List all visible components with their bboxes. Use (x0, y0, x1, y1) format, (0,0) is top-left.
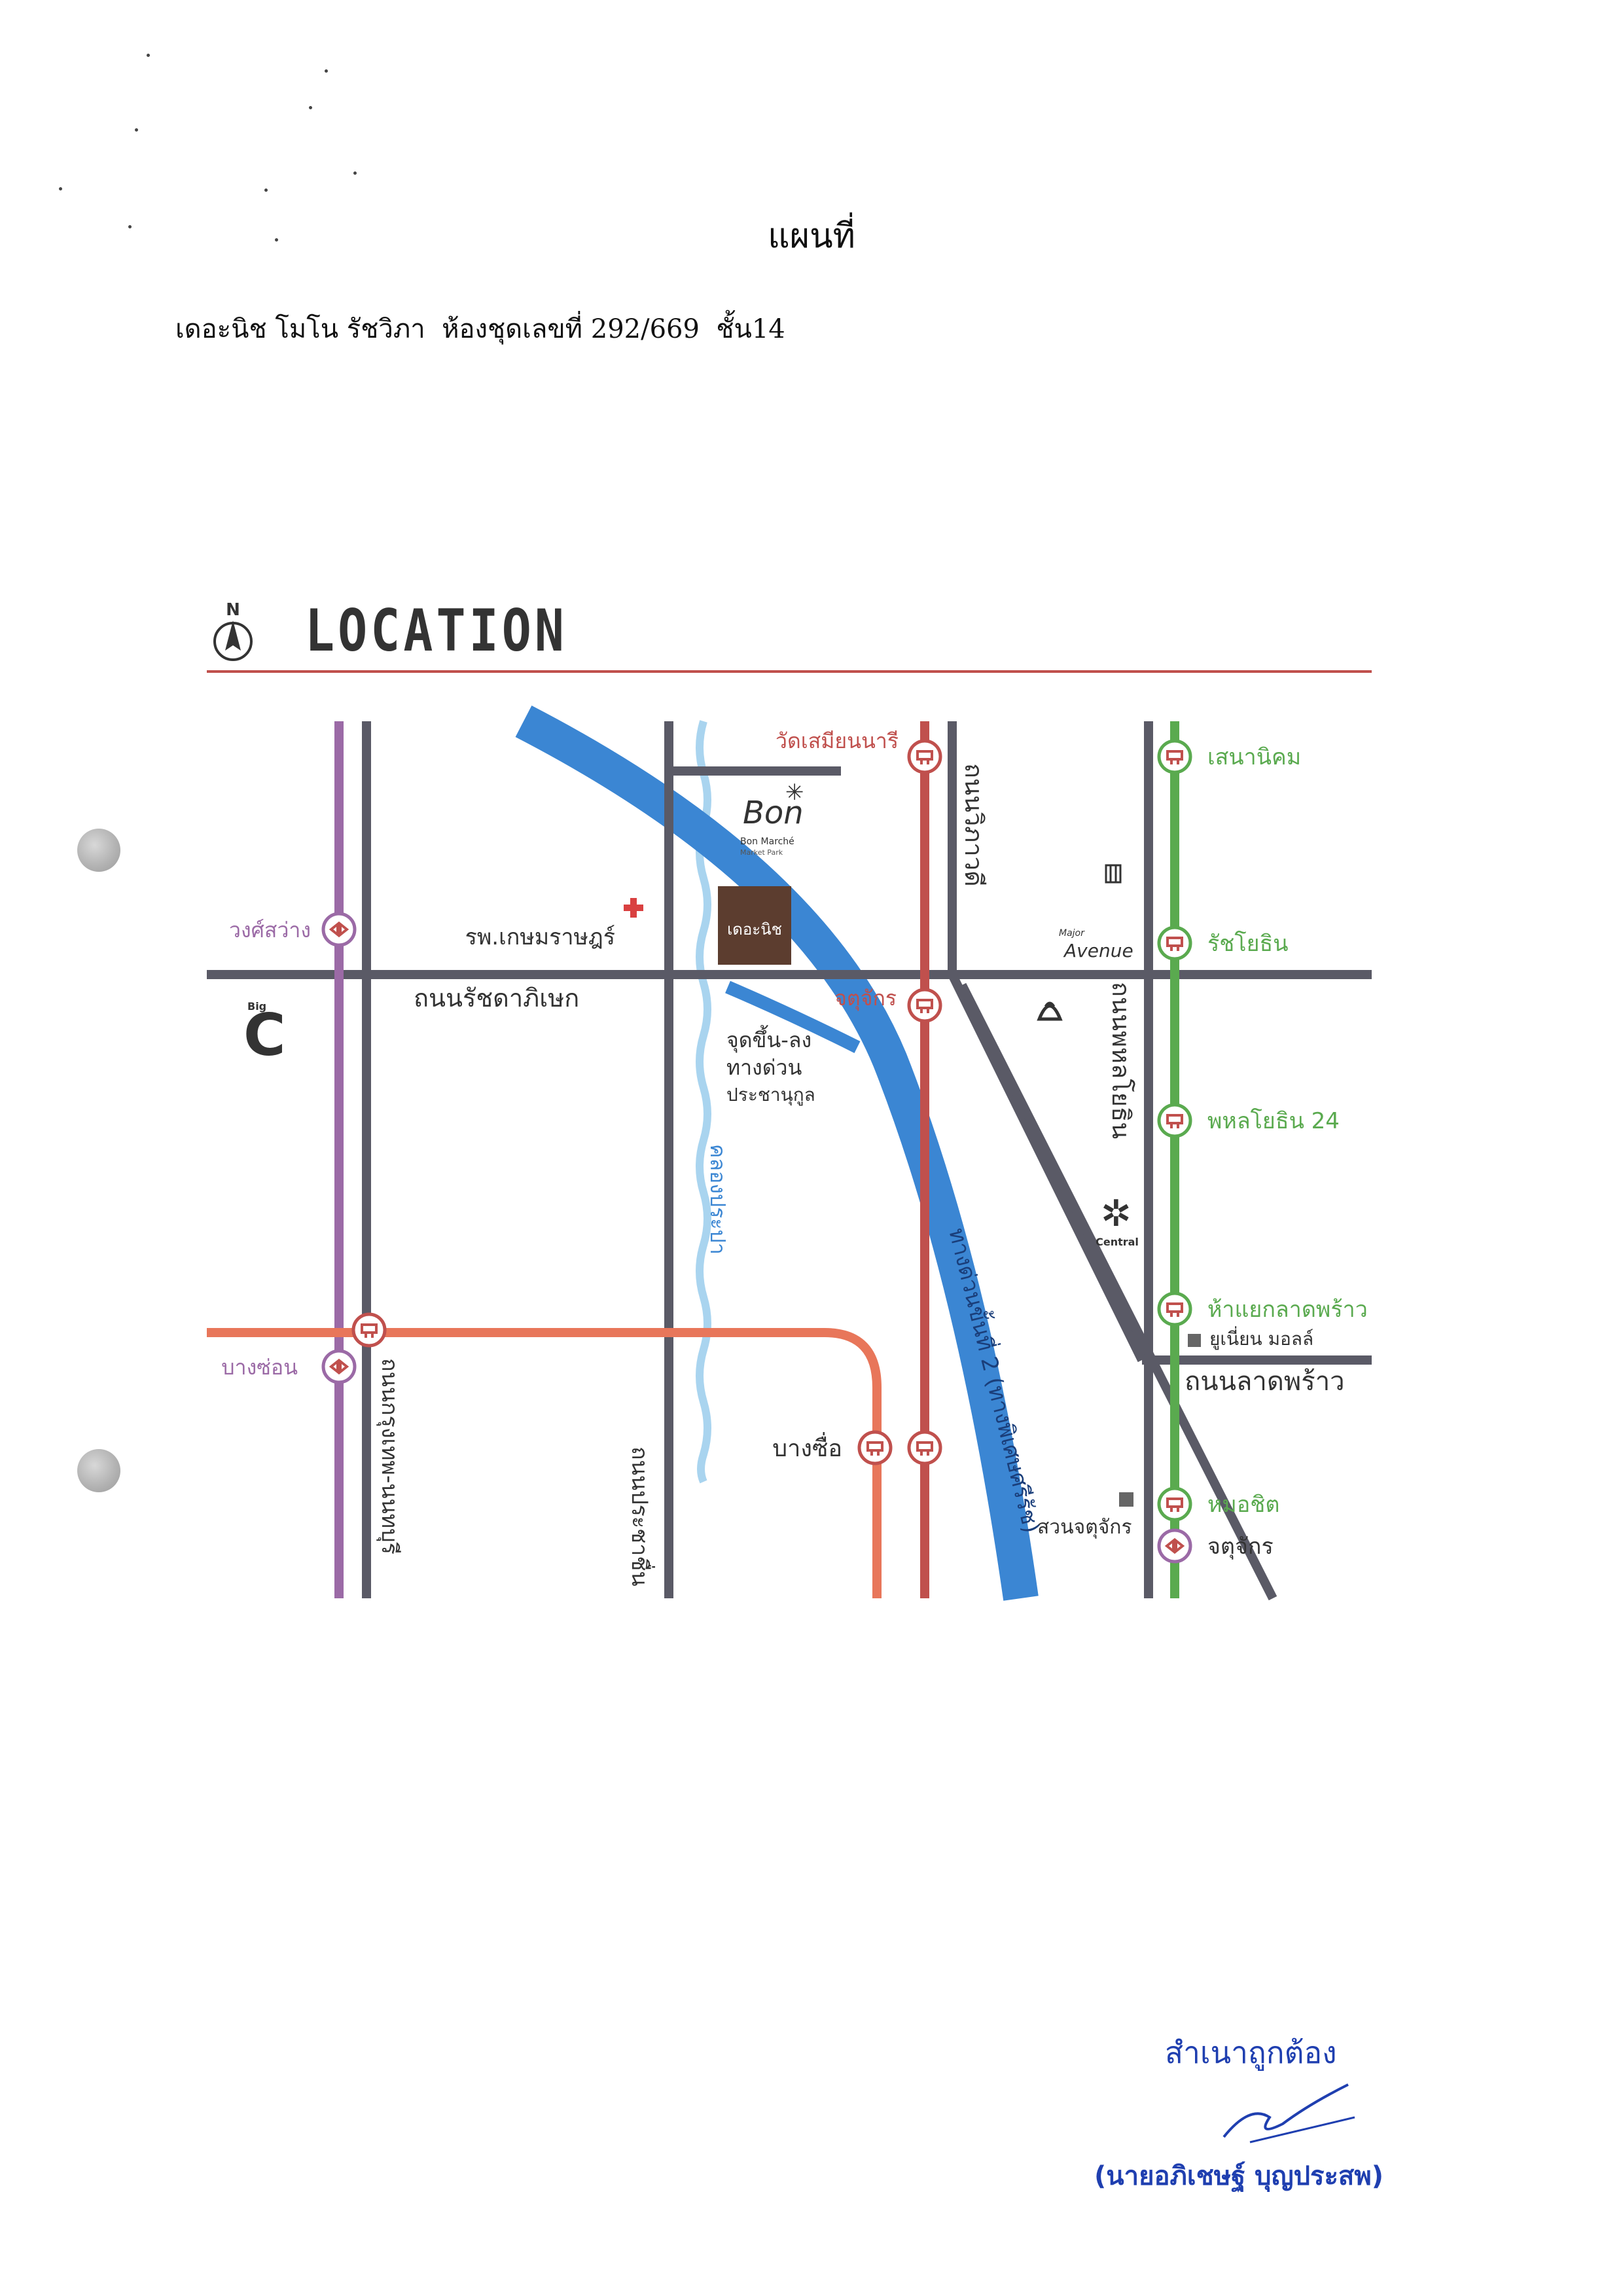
scan-speck (275, 238, 278, 242)
station-chatuchak-mrt-icon (1159, 1530, 1190, 1562)
scan-speck (128, 225, 132, 228)
scan-speck (59, 187, 62, 190)
station-mo-chit-label: หมอชิต (1207, 1492, 1279, 1518)
big-c-small-label: Big (247, 1000, 266, 1013)
expressway-ramp-label-3: ประชานุกูล (726, 1084, 815, 1106)
station-ratchayothin-label: รัชโยธิน (1207, 931, 1289, 957)
bon-marche-script: Bon (743, 795, 804, 831)
station-ha-yaek-label: ห้าแยกลาดพร้าว (1207, 1297, 1368, 1323)
scan-speck (353, 171, 357, 175)
expressway-si-rat (515, 706, 1039, 1601)
compass-icon: N (213, 600, 253, 661)
expressway-ramp-label-2: ทางด่วน (726, 1055, 802, 1080)
station-bang-sue-red-icon (909, 1432, 940, 1463)
chatuchak-park-marker (1119, 1492, 1133, 1507)
station-mo-chit-icon (1159, 1488, 1190, 1520)
header-divider (207, 670, 1372, 673)
map-header: N LOCATION (207, 596, 1372, 674)
station-chatuchak-mrt-label: จตุจักร (1207, 1534, 1274, 1560)
station-chatuchak-red-label: จตุจักร (834, 986, 897, 1011)
the-niche-marker (718, 886, 791, 965)
road-vibhavadi-label: ถนนวิภาวดี (959, 763, 988, 887)
central-label: Central (1096, 1236, 1139, 1248)
big-c-logo: C (243, 1001, 286, 1069)
major-small-label: Major (1059, 928, 1085, 939)
expressway-ramp-label-1: จุดขึ้น-ลง (726, 1025, 812, 1053)
sky-dome-icon (1037, 1001, 1063, 1021)
rail-orange-line (207, 1328, 882, 1598)
station-chatuchak-red-icon (909, 990, 940, 1021)
road-krungthep-nonthaburi-label: ถนนกรุงเทพ-นนทบุรี (376, 1358, 402, 1554)
road-diagonal-chatuchak (957, 982, 1277, 1601)
punch-hole-bottom (77, 1449, 120, 1492)
scan-speck (147, 54, 150, 57)
bon-marche-sublabel: Market Park (740, 848, 783, 857)
scan-speck (264, 188, 268, 192)
road-phahonyothin-label: ถนนพหลโยธิน (1107, 982, 1135, 1139)
avenue-label: Avenue (1063, 940, 1133, 961)
station-phahon-24-label: พหลโยธิน 24 (1207, 1108, 1340, 1134)
scan-speck (309, 106, 312, 109)
station-wat-samian-nari-icon (909, 741, 940, 772)
central-logo-icon: ✲ (1101, 1193, 1132, 1235)
signer-name: (นายอภิเชษฐ์ บุญประสพ) (1094, 2161, 1383, 2191)
hospital-label: รพ.เกษมราษฎร์ (465, 924, 615, 950)
canal-khlong-prapa-label: คลองประปา (705, 1144, 730, 1255)
road-ratchadaphisek-label: ถนนรัชดาภิเษก (414, 984, 579, 1013)
document-subtitle: เดอะนิช โมโน รัชวิภา ห้องชุดเลขที่ 292/6… (175, 314, 785, 344)
punch-hole-top (77, 829, 120, 872)
station-sena-nikhom-icon (1159, 741, 1190, 772)
road-lat-phrao-label: ถนนลาดพร้าว (1185, 1367, 1345, 1397)
the-niche-label: เดอะนิช (727, 920, 782, 939)
compass-letter: N (226, 600, 240, 620)
road-vibhavadi-diagonal (948, 972, 1147, 1363)
station-wong-sawang-icon (323, 914, 355, 945)
station-sena-nikhom-label: เสนานิคม (1207, 744, 1301, 770)
certification-text: สำเนาถูกต้อง (1165, 2035, 1337, 2070)
major-building-icon (1105, 864, 1122, 884)
map-header-title: LOCATION (305, 597, 568, 664)
scan-speck (325, 69, 328, 73)
station-bang-son-icon (323, 1351, 355, 1382)
station-ratchayothin-icon (1159, 927, 1190, 959)
station-bang-sue-label: บางซื่อ (772, 1432, 842, 1462)
bon-marche-star-icon: ✳ (785, 780, 804, 806)
station-bang-sue-mrt-icon (859, 1432, 891, 1463)
union-mall-marker (1188, 1334, 1201, 1347)
bon-marche-label: Bon Marché (740, 836, 794, 847)
chatuchak-park-label: สวนจตุจักร (1037, 1516, 1132, 1539)
station-ha-yaek-icon (1159, 1293, 1190, 1325)
expressway-ramp (725, 980, 861, 1053)
road-prachachuen-label: ถนนประชาชื่น (626, 1446, 655, 1587)
document-title: แผนที่ (768, 217, 855, 256)
station-bang-son-label: บางซ่อน (221, 1355, 298, 1380)
station-wong-sawang-label: วงศ์สว่าง (229, 918, 311, 942)
scan-speck (135, 128, 138, 132)
station-bang-son-orange-icon (353, 1314, 385, 1346)
station-wat-samian-nari-label: วัดเสมียนนารี (776, 728, 899, 753)
hospital-cross-icon (624, 898, 643, 918)
signature-image (1222, 2083, 1355, 2144)
station-phahon-24-icon (1159, 1105, 1190, 1136)
union-mall-label: ยูเนี่ยน มอลล์ (1209, 1326, 1313, 1350)
